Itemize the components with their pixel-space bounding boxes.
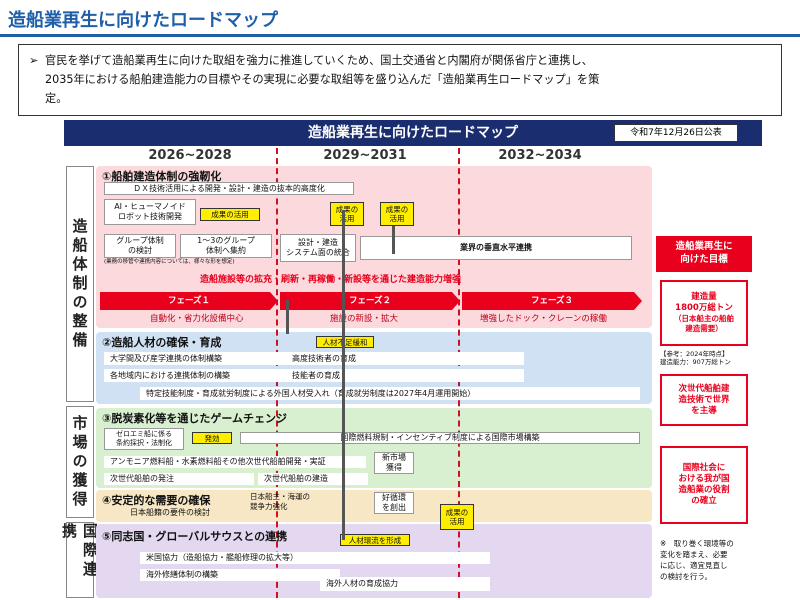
result-apply-badge-2: 成果の 活用 [330, 202, 364, 226]
section-4-title: ④安定的な需要の確保 [102, 494, 211, 507]
side-label-international: 国際連携 [60, 522, 99, 598]
side-label-system: 造船体制の整備 [66, 166, 94, 402]
summary-box: ➢ 官民を挙げて造船業再生に向けた取組を強力に推進していくため、国土交通省と内閣… [18, 44, 782, 116]
virtuous-cycle-badge: 好循環 を創出 [374, 492, 414, 514]
ai-robotics-box: AI・ヒューマノイド ロボット技術開発 [104, 199, 196, 225]
academia-industry-row: 大学間及び産学連携の体制構築 高度技術者の育成 [104, 352, 524, 365]
next-gen-development-box: アンモニア燃料船・水素燃料船その他次世代船舶開発・実証 [104, 456, 366, 468]
section-3-title: ③脱炭素化等を通じたゲームチェンジ [102, 412, 287, 425]
summary-line-1: 官民を挙げて造船業再生に向けた取組を強力に推進していくため、国土交通省と内閣府が… [45, 54, 593, 67]
period-header-3: 2032~2034 [498, 148, 582, 163]
period-header-1: 2026~2028 [148, 148, 232, 163]
section-1-title: ①船舶建造体制の強靭化 [102, 170, 222, 183]
goal-next-gen-leadership: 次世代船舶建 造技術で世界 を主導 [660, 374, 748, 426]
us-cooperation-box: 米国協力（造船協力・艦船修理の拡大等） [140, 552, 490, 564]
phase-1-arrow: フェーズ１ [100, 292, 278, 310]
title-divider [0, 34, 800, 37]
overseas-repair-box: 海外修繕体制の構築 [140, 569, 340, 581]
phase-2-arrow: フェーズ２ [280, 292, 460, 310]
skilled-worker-label: 技能者の育成 [292, 370, 340, 380]
goal-build-volume-value: 1800万総トン [675, 303, 733, 313]
side-label-market: 市場の獲得 [66, 406, 94, 518]
design-to-talent-connector [342, 210, 345, 540]
japan-flag-review-label: 日本船籍の要件の検討 [130, 508, 210, 517]
talent-shortage-badge: 人材不足緩和 [316, 336, 374, 348]
phase-3-note: 増強したドック・クレーンの稼働 [480, 314, 607, 324]
next-gen-build-box: 次世代船舶の建造 [258, 473, 368, 485]
result-apply-badge: 成果の活用 [200, 208, 260, 221]
summary-line-3: 定。 [45, 92, 68, 105]
talent-circulation-badge: 人材環流を形成 [340, 534, 410, 546]
intl-fuel-regulation-box: 国際燃料規制・インセンティブ制度による国際市場構築 [240, 432, 640, 444]
phase-2-note: 施設の新設・拡大 [330, 314, 399, 324]
academia-industry-label: 大学間及び産学連携の体制構築 [110, 353, 222, 363]
phase-to-talent-connector [286, 300, 289, 334]
result-apply-badge-3: 成果の 活用 [380, 202, 414, 226]
publish-date-badge: 令和7年12月26日公表 [614, 124, 738, 142]
goal-international-role: 国際社会に おける我が国 造船業の役割 の確立 [660, 446, 748, 524]
regional-collab-label: 各地域内における連携体制の構築 [110, 370, 230, 380]
advanced-engineer-label: 高度技術者の育成 [292, 353, 356, 363]
goal-build-volume: 建造量 1800万総トン （日本船主の船舶 建造需要） [660, 280, 748, 346]
capacity-increase-label: 造船施設等の拡充・刷新・再稼働・新設等を通じた建造能力増強 [200, 275, 462, 285]
bullet-icon: ➢ [29, 54, 39, 67]
review-note: ※ 取り巻く環境等の 変化を踏まえ、必要 に応じ、適宜見直し の検討を行う。 [660, 539, 734, 581]
goal-build-volume-title: 建造量 [691, 292, 717, 302]
summary-line-2: 2035年における船舶建造能力の目標やその実現に必要な取組等を盛り込んだ「造船業… [45, 73, 600, 86]
group-consolidation-box: 1～3のグループ 体制へ集約 [180, 234, 272, 258]
section-5-title: ⑤同志国・グローバルサウスとの連携 [102, 530, 288, 543]
foreign-talent-row: 特定技能制度・育成就労制度による外国人材受入れ（育成就労制度は2027年4月運用… [140, 387, 640, 400]
page-title: 造船業再生に向けたロードマップ [8, 10, 278, 31]
shipowner-competitiveness-label: 日本船主・海運の 競争力強化 [250, 492, 310, 511]
group-review-note: (業務の移管や連携内容については、様々な形を想定) [104, 259, 235, 265]
goal-build-volume-sub: （日本船主の船舶 建造需要） [674, 314, 734, 333]
period-header-2: 2029~2031 [323, 148, 407, 163]
foreign-talent-label: 特定技能制度・育成就労制度による外国人材受入れ（育成就労制度は2027年4月運用… [146, 388, 476, 398]
phase-3-arrow: フェーズ３ [462, 292, 642, 310]
result-connector [392, 226, 395, 254]
new-market-badge: 新市場 獲得 [374, 452, 414, 474]
group-review-box: グループ体制 の検討 [104, 234, 176, 258]
zero-emission-treaty-box: ゼロエミ船に係る 条約採択・法制化 [104, 428, 184, 450]
reference-2024-capacity: 【参考：2024年時点】 建造能力：907万総トン [660, 350, 731, 366]
dx-box: ＤＸ技術活用による開発・設計・建造の抜本的高度化 [104, 182, 354, 195]
result-apply-badge-4: 成果の 活用 [440, 504, 474, 530]
effect-badge: 発効 [192, 432, 232, 444]
overseas-training-box: 海外人材の育成協力 [320, 577, 490, 591]
vertical-horizontal-collab-box: 業界の垂直水平連携 [360, 236, 632, 260]
phase-1-note: 自動化・省力化設備中心 [150, 314, 244, 324]
regional-collab-row: 各地域内における連携体制の構築 技能者の育成 [104, 369, 524, 382]
section-2-title: ②造船人材の確保・育成 [102, 336, 222, 349]
next-gen-order-box: 次世代船舶の発注 [104, 473, 254, 485]
goals-heading: 造船業再生に 向けた目標 [656, 236, 752, 272]
